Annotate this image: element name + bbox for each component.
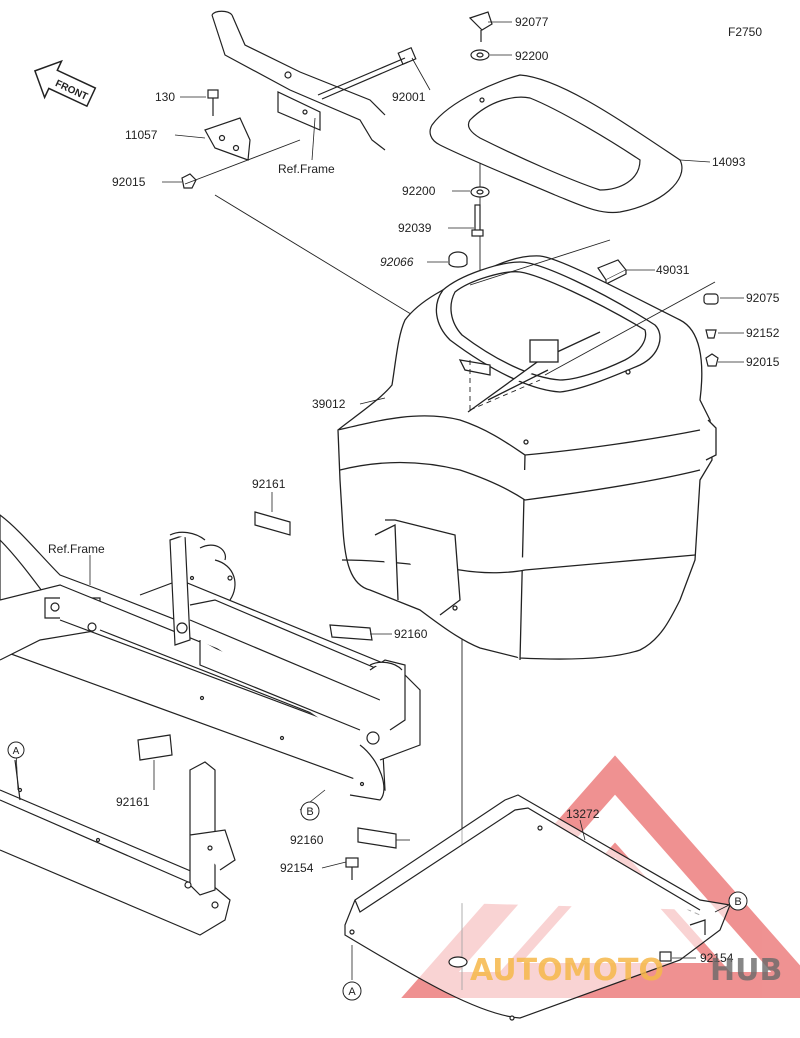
label-92066: 92066 <box>380 255 414 269</box>
front-arrow-icon: FRONT <box>33 59 97 108</box>
label-ref-frame-lower: Ref.Frame <box>48 542 105 556</box>
watermark-part1: AUTOMOTO <box>470 953 664 988</box>
grommet-92075 <box>703 293 719 305</box>
label-49031: 49031 <box>656 263 690 277</box>
label-92075: 92075 <box>746 291 780 305</box>
label-14093: 14093 <box>712 155 746 169</box>
figure-code: F2750 <box>728 25 762 39</box>
skid-plate-13272 <box>344 794 731 1021</box>
svg-text:B: B <box>734 896 741 908</box>
washer-92200-top <box>470 49 490 61</box>
label-92015-left: 92015 <box>112 175 146 189</box>
pad-92161-upper <box>254 511 291 536</box>
collar-92152 <box>705 329 717 339</box>
bracket-11057 <box>204 117 251 161</box>
label-92161-lower: 92161 <box>116 795 150 809</box>
svg-text:A: A <box>348 986 356 998</box>
screw-92039 <box>471 204 484 237</box>
arrow-lines <box>469 239 716 376</box>
key-92077 <box>468 11 493 42</box>
label-leaders <box>15 21 744 980</box>
bolt-92001 <box>317 46 417 100</box>
pad-92160-lower <box>357 827 397 849</box>
label-92154-right: 92154 <box>700 951 734 965</box>
nut-92015-right <box>705 353 719 367</box>
bolt-92154-left <box>345 857 359 880</box>
label-92152: 92152 <box>746 326 780 340</box>
storage-box-39012 <box>337 255 717 661</box>
label-92154-left: 92154 <box>280 861 314 875</box>
bolt-92154-right <box>659 951 672 962</box>
watermark-part2: HUB <box>710 953 782 988</box>
label-92001: 92001 <box>392 90 426 104</box>
pad-92160-upper <box>329 624 373 641</box>
label-130: 130 <box>155 90 175 104</box>
lower-frame <box>0 514 421 936</box>
label-11057: 11057 <box>125 128 158 142</box>
label-92015-right: 92015 <box>746 355 780 369</box>
svg-text:B: B <box>306 806 313 818</box>
label-92200-mid: 92200 <box>402 184 436 198</box>
svg-text:A: A <box>13 746 20 757</box>
label-92077: 92077 <box>515 15 549 29</box>
top-frame-rail <box>211 10 386 151</box>
label-92160-lower: 92160 <box>290 833 324 847</box>
label-92161-upper: 92161 <box>252 477 286 491</box>
marker-b-right: B <box>728 891 748 911</box>
plug-92066 <box>448 251 468 268</box>
bolt-130 <box>207 89 219 116</box>
nut-92015-left <box>181 173 197 189</box>
marker-a-left: A <box>7 741 25 759</box>
part-labels: F2750 92077 92200 92001 130 11057 92015 … <box>48 15 780 965</box>
marker-b-left: B <box>300 801 320 821</box>
watermark-text: AUTOMOTO HUB <box>470 953 782 988</box>
label-92039: 92039 <box>398 221 432 235</box>
washer-92200-mid <box>470 186 490 198</box>
label-92160-upper: 92160 <box>394 627 428 641</box>
label-39012: 39012 <box>312 397 346 411</box>
pad-92161-lower <box>137 734 173 761</box>
label-13272: 13272 <box>566 807 600 821</box>
label-92200-top: 92200 <box>515 49 549 63</box>
label-ref-frame-top: Ref.Frame <box>278 162 335 176</box>
marker-a-bottom: A <box>342 981 362 1001</box>
lid-14093 <box>429 74 683 214</box>
